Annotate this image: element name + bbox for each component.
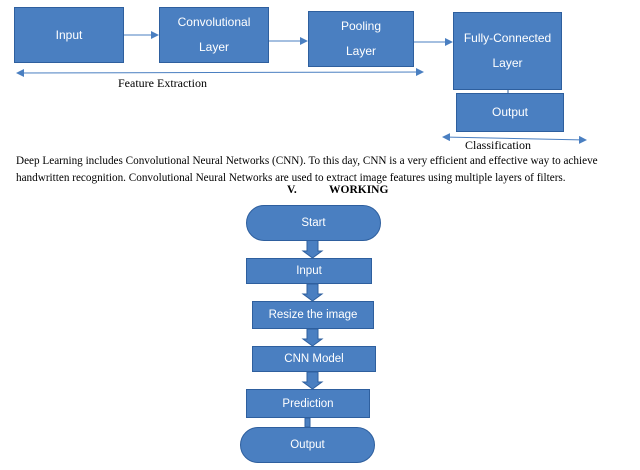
- pool-label-line2: Layer: [345, 44, 377, 58]
- fc-label-line2: Layer: [492, 56, 523, 70]
- flow-arrow-1: [301, 239, 324, 259]
- flow-arrow-3: [301, 328, 324, 347]
- flow-prediction: Prediction: [246, 389, 370, 418]
- input-box-label: Input: [55, 27, 83, 42]
- flow-cnn-model: CNN Model: [252, 346, 376, 372]
- output-box-label: Output: [491, 105, 529, 119]
- feature-extraction-label: Feature Extraction: [118, 76, 207, 90]
- conv-label-line2: Layer: [198, 40, 230, 54]
- convolutional-layer-box: Convolutional Layer: [159, 7, 269, 63]
- fully-connected-layer-box: Fully-Connected Layer: [453, 12, 562, 90]
- flow-output: Output: [240, 427, 375, 463]
- input-box: Input: [14, 7, 124, 63]
- feature-extraction-span: [16, 68, 424, 77]
- flow-start: Start: [246, 205, 381, 241]
- flow-arrow-2: [301, 283, 324, 302]
- conv-label-line1: Convolutional: [177, 15, 251, 29]
- flow-resize: Resize the image: [252, 301, 374, 329]
- section-title: WORKING: [329, 184, 389, 196]
- output-box: Output: [456, 93, 564, 132]
- classification-label: Classification: [465, 138, 531, 152]
- fc-label-line1: Fully-Connected: [463, 31, 552, 45]
- flow-arrow-4: [301, 371, 324, 390]
- pool-label-line1: Pooling: [340, 19, 382, 33]
- body-paragraph: Deep Learning includes Convolutional Neu…: [16, 155, 598, 184]
- flow-arrow-5: [304, 417, 311, 428]
- flow-input: Input: [246, 258, 372, 284]
- classification-span: [442, 133, 587, 144]
- section-number: V.: [287, 184, 297, 196]
- pooling-layer-box: Pooling Layer: [308, 11, 414, 67]
